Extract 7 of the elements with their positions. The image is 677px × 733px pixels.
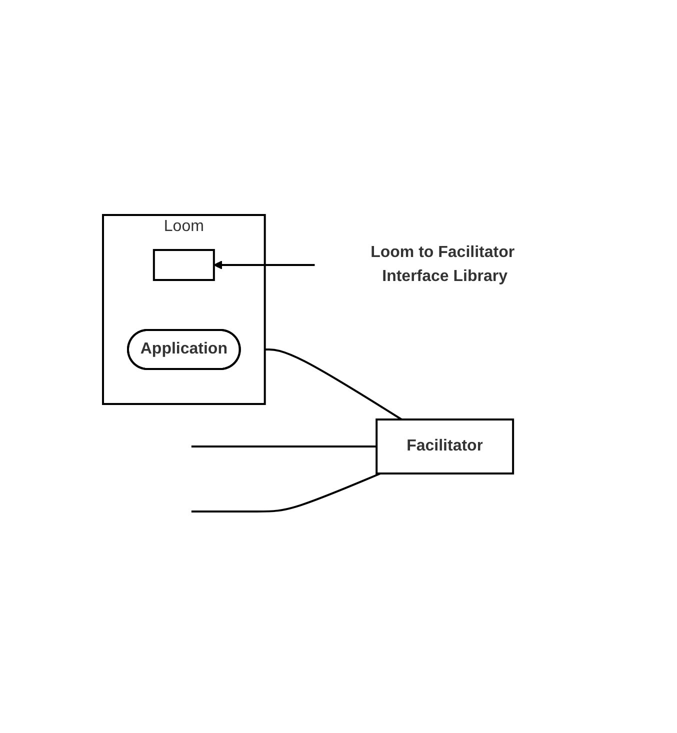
connector: [191, 445, 376, 447]
node-text: Loom to Facilitator Interface Library: [370, 244, 514, 284]
node-box: [152, 248, 214, 280]
connector: [264, 348, 402, 420]
node-box: Facilitator: [375, 418, 514, 474]
arrow: [213, 260, 314, 269]
connector: [191, 472, 380, 512]
